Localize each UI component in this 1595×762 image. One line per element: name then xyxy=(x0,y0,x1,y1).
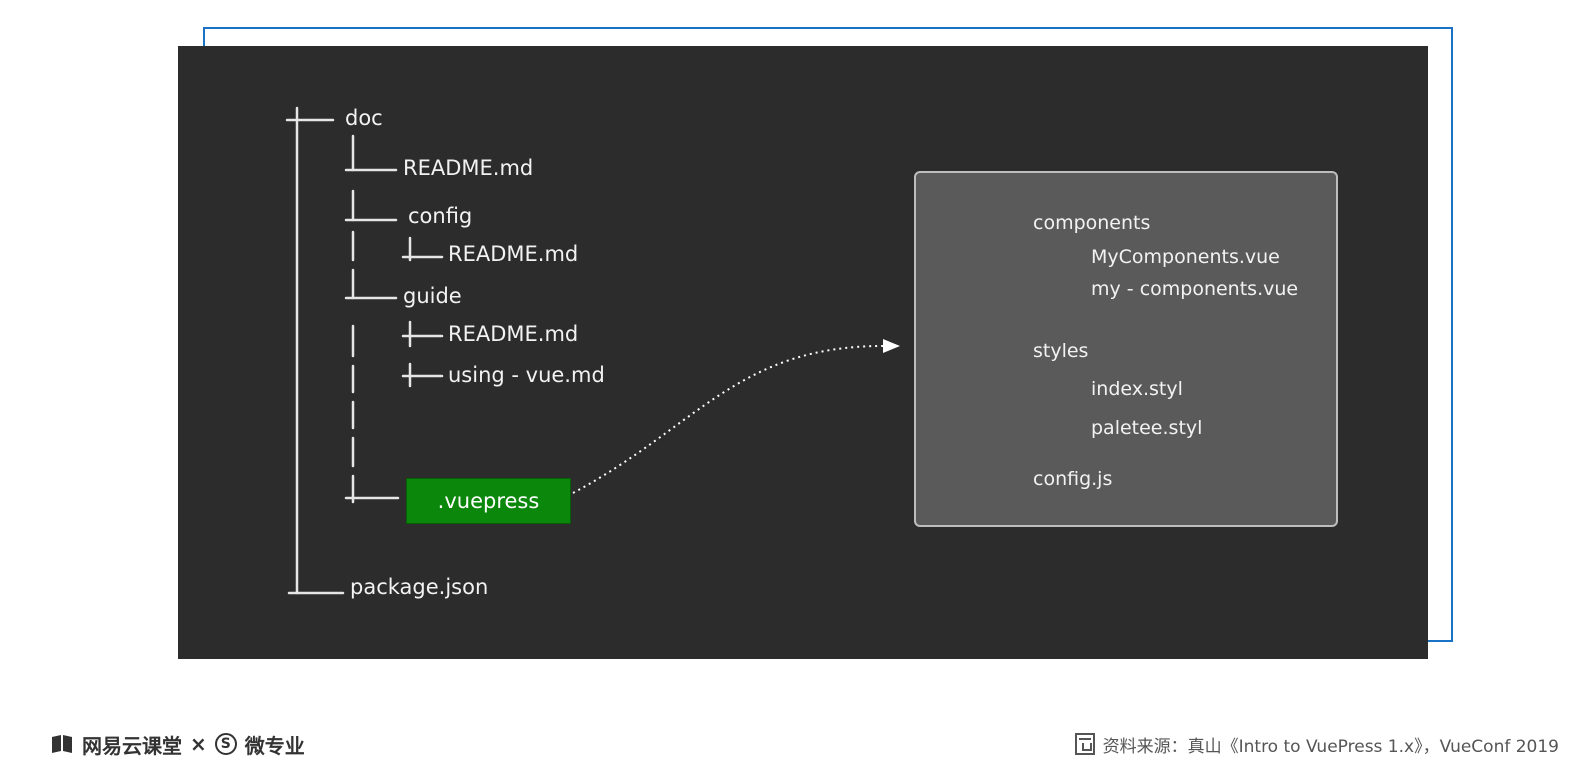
node-using-vue: using - vue.md xyxy=(448,363,605,387)
node-guide-readme: README.md xyxy=(448,322,579,346)
source-label: 资料来源：真山《Intro to VuePress 1.x》，VueConf 2… xyxy=(1102,736,1559,757)
node-config-js: config.js xyxy=(1033,468,1113,490)
node-palette-styl: paletee.styl xyxy=(1091,417,1203,439)
node-doc: doc xyxy=(345,106,383,130)
source-document-icon xyxy=(1074,733,1095,755)
node-config-readme: README.md xyxy=(448,242,579,266)
arrowhead-icon xyxy=(883,339,900,353)
node-doc-readme: README.md xyxy=(403,156,534,180)
brand-micro-label: 微专业 xyxy=(244,733,305,758)
brand-times-label: × xyxy=(190,732,207,756)
node-index-styl: index.styl xyxy=(1091,378,1183,400)
footer-brand: 网易云课堂 × S 微专业 xyxy=(50,730,305,758)
book-icon xyxy=(50,734,74,754)
s-logo-icon: S xyxy=(214,733,237,755)
node-my-components-vue: my - components.vue xyxy=(1091,278,1299,300)
node-components: components xyxy=(1033,212,1151,234)
node-package-json: package.json xyxy=(350,575,489,599)
node-guide: guide xyxy=(403,284,462,308)
vuepress-contents-box xyxy=(914,171,1338,527)
footer-source: 资料来源：真山《Intro to VuePress 1.x》，VueConf 2… xyxy=(1074,731,1559,757)
node-config: config xyxy=(408,204,473,228)
node-vuepress-highlight: .vuepress xyxy=(406,478,571,524)
node-mycomponents-vue: MyComponents.vue xyxy=(1091,246,1280,268)
brand-netease-label: 网易云课堂 xyxy=(82,733,182,758)
node-styles: styles xyxy=(1033,340,1089,362)
directory-diagram-panel: doc README.md config README.md guide REA… xyxy=(178,46,1428,659)
